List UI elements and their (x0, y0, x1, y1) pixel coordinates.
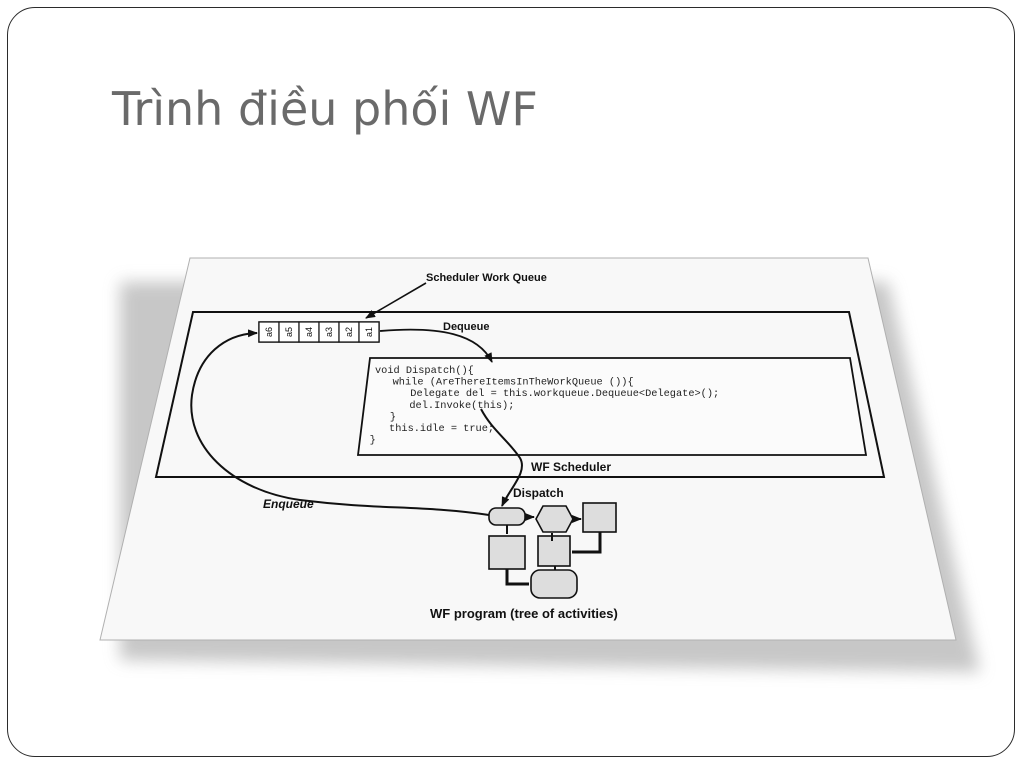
activity-node-right (582, 502, 617, 533)
queue-pointer-arrow (365, 282, 427, 319)
slide-title: Trình điều phối WF (112, 82, 538, 136)
code-line: } (371, 411, 396, 423)
queue-slot-label: a1 (364, 327, 374, 337)
activity-node-middle (537, 535, 571, 567)
code-line: } (370, 435, 376, 447)
activity-node-hexagon (535, 505, 574, 533)
queue-slot (358, 321, 380, 343)
work-queue: a6 a5 a4 a3 a2 a1 (258, 321, 380, 343)
enqueue-arrow (190, 329, 490, 516)
dequeue-label: Dequeue (443, 321, 489, 333)
scheduler-box (154, 311, 886, 478)
dispatch-arrow (480, 408, 523, 507)
queue-slot-label: a6 (264, 327, 274, 337)
dequeue-arrow (379, 328, 493, 363)
dispatch-label: Dispatch (513, 486, 564, 500)
queue-slot-label: a3 (324, 327, 334, 337)
code-line: void Dispatch(){ (375, 365, 474, 377)
code-line: del.Invoke(this); (372, 400, 514, 412)
dispatch-code: void Dispatch(){ while (AreThereItemsInT… (370, 365, 720, 447)
queue-slot-label: a4 (304, 327, 314, 337)
activity-node-root (488, 507, 526, 526)
code-line: Delegate del = this.workqueue.Dequeue<De… (373, 388, 719, 400)
enqueue-label: Enqueue (263, 497, 314, 511)
code-line: while (AreThereItemsInTheWorkQueue ()){ (374, 377, 634, 389)
queue-slot-label: a2 (344, 327, 354, 337)
activity-node-bottom (530, 569, 578, 599)
queue-label: Scheduler Work Queue (426, 272, 547, 284)
program-label: WF program (tree of activities) (430, 606, 618, 621)
code-box (356, 357, 868, 456)
activity-tree (488, 502, 617, 599)
code-line: this.idle = true; (371, 423, 495, 435)
queue-slot-label: a5 (284, 327, 294, 337)
scheduler-label: WF Scheduler (531, 460, 611, 474)
activity-node-left (488, 535, 526, 570)
